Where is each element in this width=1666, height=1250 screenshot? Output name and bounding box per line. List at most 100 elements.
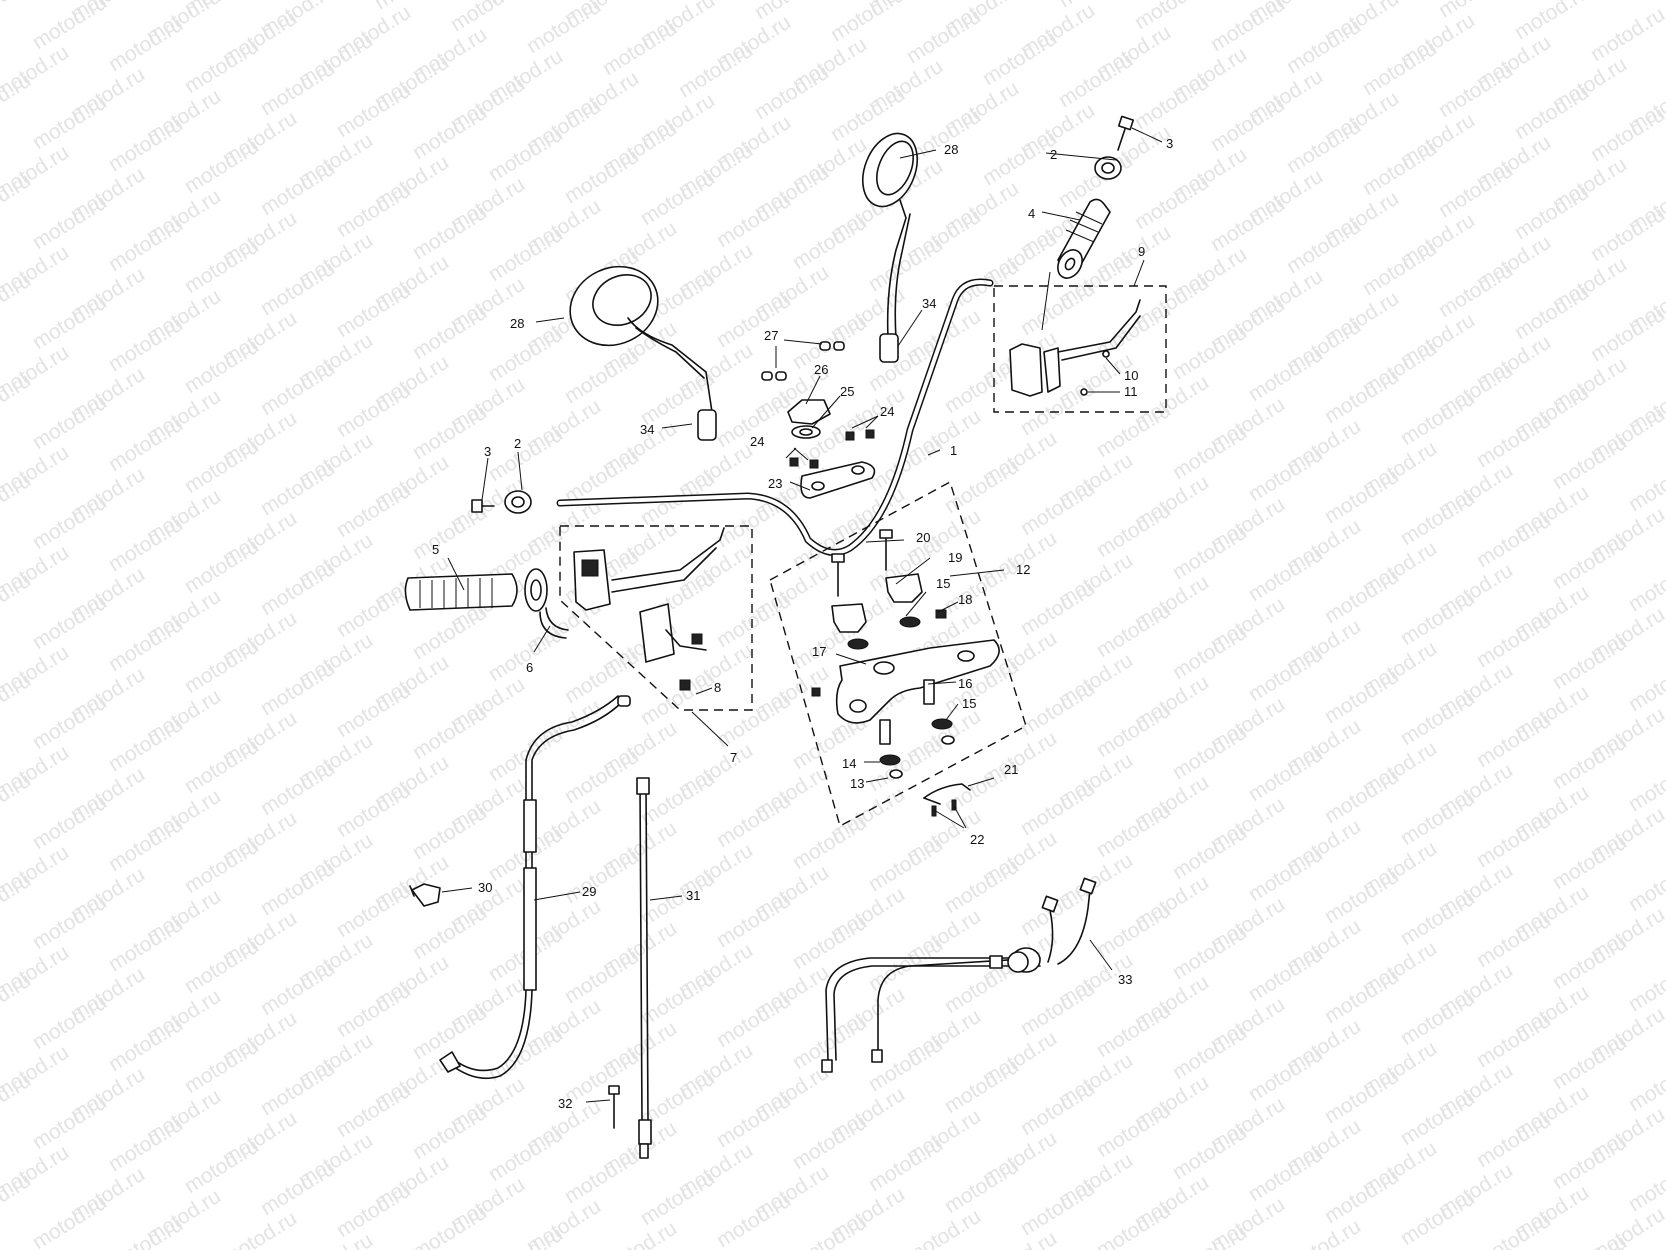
watermark-text: motod.ru [1586, 303, 1666, 366]
left-bar-end-screw-part-3 [471, 499, 495, 513]
callout-18: 18 [958, 592, 972, 607]
watermark-text: motod.ru [636, 167, 718, 230]
watermark-text: motod.ru [1092, 1199, 1174, 1250]
watermark-text: motod.ru [712, 889, 794, 952]
callout-14: 14 [842, 756, 856, 771]
watermark-text: motod.ru [1320, 965, 1402, 1028]
watermark-text: motod.ru [1130, 0, 1212, 34]
watermark-text: motod.ru [180, 435, 262, 498]
watermark-text: motod.ru [1244, 843, 1326, 906]
watermark-text: motod.ru [408, 101, 490, 164]
watermark-text: motod.ru [28, 191, 110, 254]
watermark-text: motod.ru [1244, 743, 1326, 806]
watermark-text: motod.ru [0, 0, 35, 32]
watermark-text: motod.ru [940, 455, 1022, 518]
callout-1: 1 [950, 443, 957, 458]
callout-28: 28 [510, 316, 524, 331]
callout-16: 16 [958, 676, 972, 691]
watermark-text: motod.ru [978, 1227, 1060, 1250]
watermark-text: motod.ru [1396, 887, 1478, 950]
watermark-text: motod.ru [560, 1045, 642, 1108]
watermark-text: motod.ru [1358, 137, 1440, 200]
watermark-text: motod.ru [712, 1089, 794, 1152]
callout-8: 8 [714, 680, 721, 695]
watermark-text: motod.ru [180, 835, 262, 898]
callout-2: 2 [514, 436, 521, 451]
callout-27: 27 [764, 328, 778, 343]
callout-15: 15 [962, 696, 976, 711]
watermark-text: motod.ru [712, 789, 794, 852]
cable-clip-part-21 [923, 783, 971, 805]
watermark-text: motod.ru [256, 1157, 338, 1220]
callout-6: 6 [526, 660, 533, 675]
leader-lines [441, 127, 1163, 1103]
watermark-text: motod.ru [1586, 203, 1666, 266]
watermark-text: motod.ru [484, 323, 566, 386]
watermark-text: motod.ru [636, 967, 718, 1030]
nut-part-26 [787, 399, 831, 425]
watermark-text: motod.ru [104, 1213, 186, 1250]
watermark-text: motod.ru [1168, 921, 1250, 984]
callout-25: 25 [840, 384, 854, 399]
washer-part-25 [791, 425, 821, 439]
watermark-text: motod.ru [1168, 721, 1250, 784]
watermark-text: motod.ru [484, 623, 566, 686]
watermark-text: motod.ru [864, 1133, 946, 1196]
watermark-text: motod.ru [1548, 431, 1630, 494]
watermark-text: motod.ru [1624, 553, 1666, 616]
watermark-text: motod.ru [28, 291, 110, 354]
watermark-text: motod.ru [256, 557, 338, 620]
watermark-text: motod.ru [788, 1111, 870, 1174]
watermark-text: motod.ru [1168, 1121, 1250, 1184]
watermark-text: motod.ru [560, 845, 642, 908]
watermark-text: motod.ru [1662, 1225, 1666, 1250]
watermark-text: motod.ru [1092, 599, 1174, 662]
watermark-text: motod.ru [484, 223, 566, 286]
watermark-text: motod.ru [1662, 225, 1666, 288]
watermark-text: motod.ru [712, 589, 794, 652]
callout-3: 3 [484, 444, 491, 459]
watermark-text: motod.ru [1092, 799, 1174, 862]
watermark-text: motod.ru [104, 513, 186, 576]
watermark-text: motod.ru [1434, 259, 1516, 322]
callout-17: 17 [812, 644, 826, 659]
watermark-text: motod.ru [256, 57, 338, 120]
watermark-text: motod.ru [1130, 171, 1212, 234]
watermark-text: motod.ru [560, 345, 642, 408]
callout-9: 9 [1138, 244, 1145, 259]
callout-33: 33 [1118, 972, 1132, 987]
watermark-text: motod.ru [1624, 853, 1666, 916]
watermark-text: motod.ru [28, 991, 110, 1054]
callout-30: 30 [478, 880, 492, 895]
watermark-text: motod.ru [180, 535, 262, 598]
watermark-text: motod.ru [864, 233, 946, 296]
watermark-text: motod.ru [598, 17, 680, 80]
watermark-text: motod.ru [1396, 1187, 1478, 1250]
watermark-text: motod.ru [636, 767, 718, 830]
riser-rubbers-part-15 [847, 616, 953, 730]
watermark-text: motod.ru [1472, 1009, 1554, 1072]
watermark-text: motod.ru [180, 635, 262, 698]
watermark-text: motod.ru [902, 1205, 984, 1250]
watermark-text: motod.ru [484, 423, 566, 486]
watermark-text: motod.ru [1092, 699, 1174, 762]
watermark-text: motod.ru [1320, 465, 1402, 528]
watermark-text: motod.ru [1244, 443, 1326, 506]
watermark-text: motod.ru [332, 979, 414, 1042]
throttle-cables-part-33 [821, 877, 1097, 1073]
watermark-text: motod.ru [1548, 831, 1630, 894]
watermark-text: motod.ru [788, 811, 870, 874]
callout-3: 3 [1166, 136, 1173, 151]
watermark-text: motod.ru [1548, 631, 1630, 694]
throttle-tube-part-6 [539, 607, 569, 639]
watermark-text: motod.ru [28, 0, 110, 54]
watermark-text: motod.ru [484, 1123, 566, 1186]
watermark-text: motod.ru [104, 13, 186, 76]
watermark-text: motod.ru [408, 201, 490, 264]
watermark-text: motod.ru [1548, 1031, 1630, 1094]
watermark-text: motod.ru [750, 0, 832, 24]
watermark-text: motod.ru [256, 1057, 338, 1120]
watermark-text: motod.ru [256, 357, 338, 420]
small-caps-part-27 [761, 341, 845, 381]
watermark-text: motod.ru [256, 157, 338, 220]
